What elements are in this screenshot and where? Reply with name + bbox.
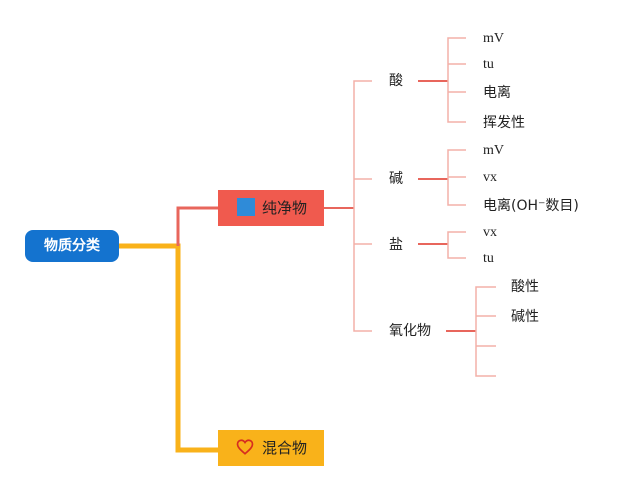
leaf-acid-4[interactable]: 挥发性 [483,115,525,131]
leaf-salt-2[interactable]: tu [483,251,494,266]
leaf-oxide-1[interactable]: 酸性 [511,279,539,295]
connector-pure-bracket [353,80,372,332]
leaf-acid-1[interactable]: mV [483,31,504,46]
subtopic-acid[interactable]: 酸 [389,73,403,89]
root-node[interactable]: 物质分类 [25,230,119,262]
leaf-base-1[interactable]: mV [483,143,504,158]
leaf-base-2[interactable]: vx [483,170,497,185]
leaf-acid-2[interactable]: tu [483,57,494,72]
leaf-salt-1[interactable]: vx [483,225,497,240]
connector-salt-bracket [447,231,466,259]
heart-icon [236,439,254,455]
connector-root-to-mixture [119,243,218,453]
branch-mixture-label: 混合物 [262,439,308,457]
leaf-base-3[interactable]: 电离(OH⁻数目) [483,198,579,214]
root-label: 物质分类 [44,238,100,254]
leaf-acid-3[interactable]: 电离 [483,85,511,101]
subtopic-salt[interactable]: 盐 [389,237,403,253]
branch-pure-label: 纯净物 [262,199,308,217]
leaf-oxide-2[interactable]: 碱性 [511,309,539,325]
connector-acid-bracket [447,37,466,123]
blue-square-icon [237,198,255,216]
branch-mixture[interactable]: 混合物 [218,430,324,466]
subtopic-oxide[interactable]: 氧化物 [389,323,431,339]
connector-root-to-pure [176,206,218,246]
connector-oxide-bracket [475,286,496,377]
subtopic-base[interactable]: 碱 [389,171,403,187]
branch-pure-substance[interactable]: 纯净物 [218,190,324,226]
